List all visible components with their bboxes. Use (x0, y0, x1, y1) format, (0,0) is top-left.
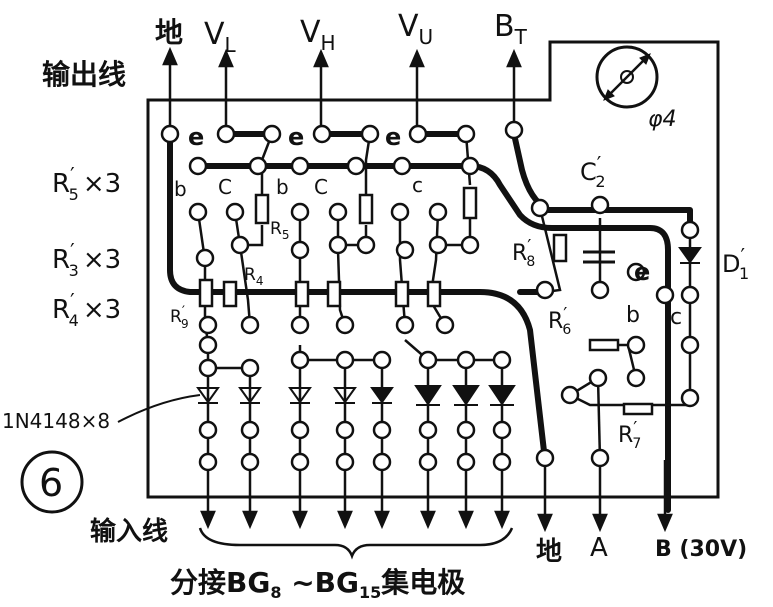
input-arrows (200, 460, 673, 533)
collector-label-3: c (412, 173, 423, 197)
collector-label-1: C (218, 175, 232, 199)
caption: 分接BG8 ~BG15集电极 (170, 566, 465, 602)
base-label-2: b (276, 175, 289, 199)
diode-count-label: 1N4148×8 (2, 409, 110, 433)
output-arrows (162, 46, 522, 132)
bottom-a-label: A (590, 533, 608, 563)
r4-count-label: R′4×3 (52, 289, 121, 330)
top-label-vh: VH (300, 15, 336, 55)
r9-board-label: R′9 (170, 304, 189, 331)
hole-diameter-label: φ4 (648, 107, 677, 132)
mounting-hole-icon (595, 45, 659, 109)
resistors (198, 186, 654, 416)
collector-label-2: C (314, 175, 328, 199)
c2-board-label: C′2 (580, 152, 606, 191)
emitter-label-1: e (188, 123, 204, 151)
output-lines-label: 输出线 (42, 58, 126, 91)
d1-board-label: D′1 (722, 244, 749, 283)
top-label-ground: 地 (155, 16, 183, 49)
solder-pads (160, 120, 700, 472)
r5-count-label: R′5×3 (52, 163, 121, 204)
base-label-1: b (174, 177, 187, 201)
r7-board-label: R′7 (618, 418, 641, 452)
input-lines-label: 输入线 (90, 516, 168, 547)
emitter-label-right: e (634, 258, 650, 286)
base-label-right: b (626, 303, 640, 328)
diodes (196, 247, 702, 406)
board-outline (146, 40, 720, 499)
r8-board-label: R′8 (512, 236, 535, 270)
r4-board-label: R4 (244, 265, 263, 288)
bottom-ground-label: 地 (536, 537, 562, 567)
bottom-b30-label: B (30V) (655, 537, 747, 562)
emitter-label-2: e (288, 123, 304, 151)
top-label-bt: BT (494, 9, 528, 49)
top-label-vu: VU (398, 9, 433, 49)
figure-number: 6 (39, 461, 63, 505)
collector-label-right: c (670, 305, 682, 330)
top-label-vl: VL (204, 17, 237, 57)
figure-number-circle (20, 450, 84, 514)
r3-count-label: R′3×3 (52, 239, 121, 280)
capacitor-c2 (583, 250, 615, 264)
input-brace (198, 527, 514, 560)
thin-wires (196, 133, 692, 470)
diode-leader-line (117, 394, 201, 423)
r5-board-label: R5 (270, 219, 289, 242)
emitter-label-3: e (385, 123, 401, 151)
r6-board-label: R′6 (548, 304, 571, 338)
